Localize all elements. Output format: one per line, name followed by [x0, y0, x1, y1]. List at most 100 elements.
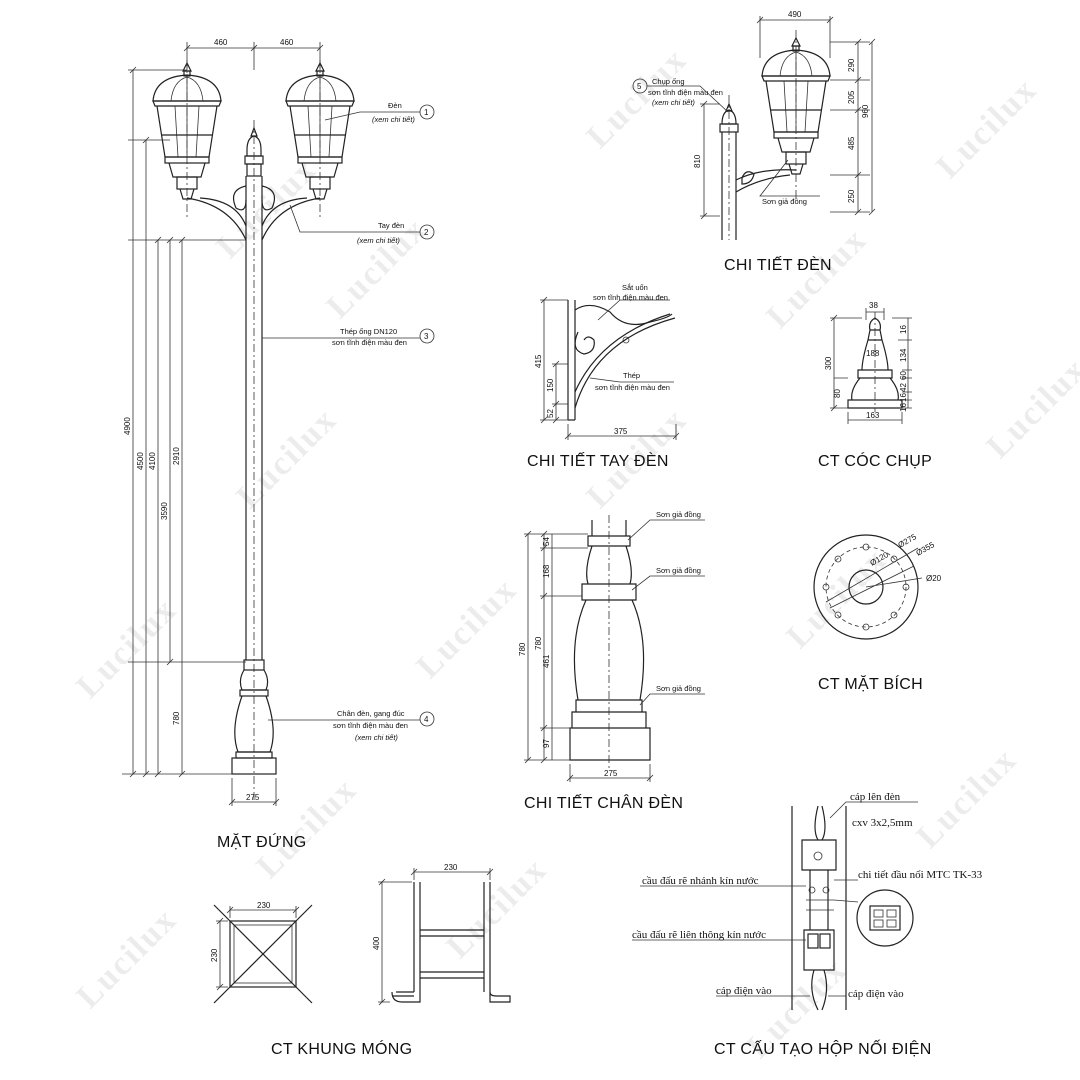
flange-detail-title: CT MẶT BÍCH	[818, 674, 923, 693]
cap-dim-s1: 16	[899, 325, 908, 334]
junction-label-cable-spec: cxv 3x2,5mm	[852, 817, 913, 829]
callout-4-num: 4	[424, 715, 429, 724]
junction-label-branch: cầu đấu rẽ nhánh kín nước	[642, 875, 759, 887]
cap-dim-s3: 42	[899, 383, 908, 392]
elevation-vertical-dims: 4900 4500 4100 3590 2910 780	[122, 66, 246, 778]
watermark-text: Lucilux	[69, 901, 184, 1016]
lamp-dim-810: 810	[693, 154, 702, 168]
arm-detail-view: 415 150 52 375 Sắt uốn sơn tĩnh điện màu…	[527, 283, 680, 470]
arm-body	[567, 300, 576, 420]
base-dim-54: 54	[542, 537, 551, 546]
watermark-text: Lucilux	[409, 571, 524, 686]
cap-detail-title: CT CÓC CHỤP	[818, 451, 932, 470]
base-detail-title: CHI TIẾT CHÂN ĐÈN	[524, 793, 683, 812]
junction-detail-view: cáp lên đèn cxv 3x2,5mm cầu đấu rẽ nhánh…	[632, 791, 983, 1058]
elevation-title: MẶT ĐỨNG	[217, 832, 307, 851]
cap-dim-300: 300	[824, 356, 833, 370]
callout-2: Tay đèn (xem chi tiết) 2	[289, 204, 435, 245]
callout-3-num: 3	[424, 332, 429, 341]
callout-5: 5 Chụp ống sơn tĩnh điện màu đen (xem ch…	[632, 77, 729, 113]
arm-dim-375: 375	[614, 427, 628, 436]
callout-2-line2: (xem chi tiết)	[357, 236, 400, 245]
foundation-elev-height: 400	[372, 936, 381, 950]
watermark-text: Lucilux	[69, 591, 184, 706]
base-dim-97: 97	[542, 739, 551, 748]
cap-dim-188: 188	[866, 349, 880, 358]
junction-label-cable-in-right: cáp điện vào	[848, 988, 904, 1000]
callout-3-line1: Thép ống DN120	[340, 327, 397, 336]
lamp-detail-pole	[721, 132, 737, 240]
callout-2-num: 2	[424, 228, 429, 237]
base-body	[569, 520, 651, 761]
lamp-arm-left	[186, 197, 247, 241]
cap-detail-view: 38 188 300 80 16 134 60 42 16 16 163 CT …	[818, 301, 932, 470]
watermark-text: Lucilux	[319, 211, 434, 326]
cap-dim-38: 38	[869, 301, 878, 310]
cap-dim-163: 163	[866, 411, 880, 420]
pole-shaft	[245, 176, 263, 660]
lamp-dim-250: 250	[847, 189, 856, 203]
junction-detail-bubble	[856, 889, 914, 947]
arm-note-top-1: Sắt uốn	[622, 283, 648, 292]
foundation-plan	[229, 920, 297, 988]
lamp-dim-width: 490	[788, 10, 802, 19]
callout-3: Thép ống DN120 sơn tĩnh điện màu đen 3	[262, 327, 435, 347]
watermark-text: Lucilux	[229, 401, 344, 516]
dim-base-275: 275	[246, 793, 260, 802]
callout-2-line1: Tay đèn	[378, 221, 404, 230]
callout-4-line2: sơn tĩnh điện màu đen	[333, 721, 408, 730]
lamp-dim-960: 960	[861, 104, 870, 118]
callout-3-line2: sơn tĩnh điện màu đen	[332, 338, 407, 347]
base-detail-view: 780 780 54 168 461 97 275 Sơn giả đồng S…	[518, 510, 705, 812]
callout-4-line1: Chân đèn, gang đúc	[337, 709, 405, 718]
junction-label-cable-up: cáp lên đèn	[850, 791, 901, 803]
watermark-text: Lucilux	[249, 771, 364, 886]
watermark-text: Lucilux	[759, 221, 874, 336]
callout-5-num: 5	[637, 82, 642, 91]
cap-dim-s5: 16	[899, 403, 908, 412]
cap-dim-s4: 16	[899, 393, 908, 402]
dim-3590: 3590	[160, 502, 169, 520]
junction-label-mtc: chi tiết đầu nối MTC TK-33	[858, 869, 983, 881]
lamp-detail-view: 490 290 205 960 485 250 810 5 Chụp ống	[632, 10, 876, 274]
dim-4100: 4100	[148, 452, 157, 470]
dim-top-left: 460	[214, 38, 228, 47]
callout-4: Chân đèn, gang đúc sơn tĩnh điện màu đen…	[268, 709, 435, 742]
watermark-text: Lucilux	[209, 151, 324, 266]
cap-dim-134: 134	[899, 348, 908, 362]
callout-1-line2: (xem chi tiết)	[372, 115, 415, 124]
cap-dim-80: 80	[833, 389, 842, 398]
arm-note-bot-1: Thép	[623, 371, 640, 380]
callout-1-line1: Đèn	[388, 101, 402, 110]
dim-780: 780	[172, 711, 181, 725]
lamp-dim-485: 485	[847, 136, 856, 150]
arm-dim-150: 150	[546, 378, 555, 392]
foundation-elev-width: 230	[444, 863, 458, 872]
junction-pole-wall	[791, 806, 847, 1010]
foundation-detail-view: 230 230 230 400 CT KHUNG MÓNG	[210, 863, 511, 1058]
base-note-3: Sơn giả đồng	[656, 684, 701, 693]
watermark-text: Lucilux	[929, 71, 1044, 186]
junction-label-through: cầu đấu rẽ liên thông kín nước	[632, 929, 766, 941]
junction-label-cable-in-left: cáp điện vào	[716, 985, 772, 997]
arm-dim-52: 52	[546, 409, 555, 418]
lamp-dim-290: 290	[847, 58, 856, 72]
base-note-1: Sơn giả đồng	[656, 510, 701, 519]
dim-top-right: 460	[280, 38, 294, 47]
base-dim-780-inner: 780	[534, 636, 543, 650]
foundation-detail-title: CT KHUNG MÓNG	[271, 1039, 412, 1058]
callout-5-line1: Chụp ống	[652, 77, 685, 86]
base-dim-168: 168	[542, 564, 551, 578]
callout-5-line2: sơn tĩnh điện màu đen	[648, 88, 723, 97]
arm-note-bot-2: sơn tĩnh điện màu đen	[595, 383, 670, 392]
flange-dim-d3: Ø355	[915, 540, 937, 558]
callout-1: Đèn (xem chi tiết) 1	[324, 101, 435, 124]
flange-outer-circle	[813, 534, 919, 640]
base-dim-275: 275	[604, 769, 618, 778]
callout-4-line3: (xem chi tiết)	[355, 733, 398, 742]
lamp-arm-right	[261, 197, 321, 241]
dim-4900: 4900	[123, 417, 132, 435]
cap-dim-s2: 60	[899, 371, 908, 380]
lamp-note-bronze: Sơn giả đồng	[762, 197, 807, 206]
